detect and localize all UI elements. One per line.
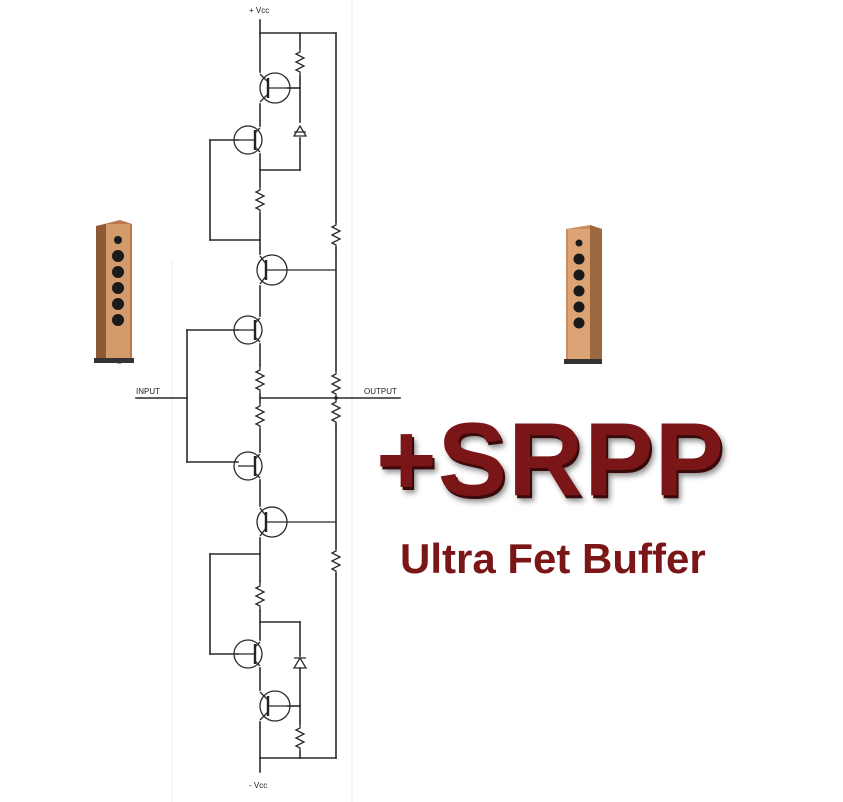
resistor-r-upper <box>331 220 341 250</box>
title-main: +SRPP <box>376 402 725 518</box>
resistor-r-lower <box>331 546 341 576</box>
resistor-center-upper <box>255 365 265 395</box>
input-node <box>135 329 188 463</box>
transistor-q3 <box>256 506 336 538</box>
input-label: INPUT <box>136 387 160 396</box>
fet-j4 <box>209 553 263 669</box>
floor-speaker-icon <box>94 220 134 364</box>
top-bias-network <box>259 32 308 171</box>
resistor-r-mid-lower <box>331 397 341 427</box>
supply-rails <box>259 19 337 773</box>
fet-j3 <box>186 451 263 481</box>
resistor-top-source <box>255 185 265 215</box>
title-subtitle: Ultra Fet Buffer <box>400 535 706 582</box>
negative-supply-label: - Vcc <box>249 781 267 790</box>
resistor-center-lower <box>255 401 265 431</box>
fet-j1 <box>209 125 263 241</box>
transistor-q2 <box>256 254 336 286</box>
output-label: OUTPUT <box>364 387 397 396</box>
output-node <box>259 396 401 400</box>
fet-j2 <box>186 315 263 345</box>
transistor-q4 <box>259 690 291 722</box>
resistor-r-mid-upper <box>331 369 341 399</box>
floor-speaker-icon <box>564 225 602 364</box>
bottom-bias-network <box>259 621 308 759</box>
positive-supply-label: + Vcc <box>249 6 269 15</box>
transistor-q1 <box>259 72 291 104</box>
resistor-bottom-source <box>255 581 265 611</box>
